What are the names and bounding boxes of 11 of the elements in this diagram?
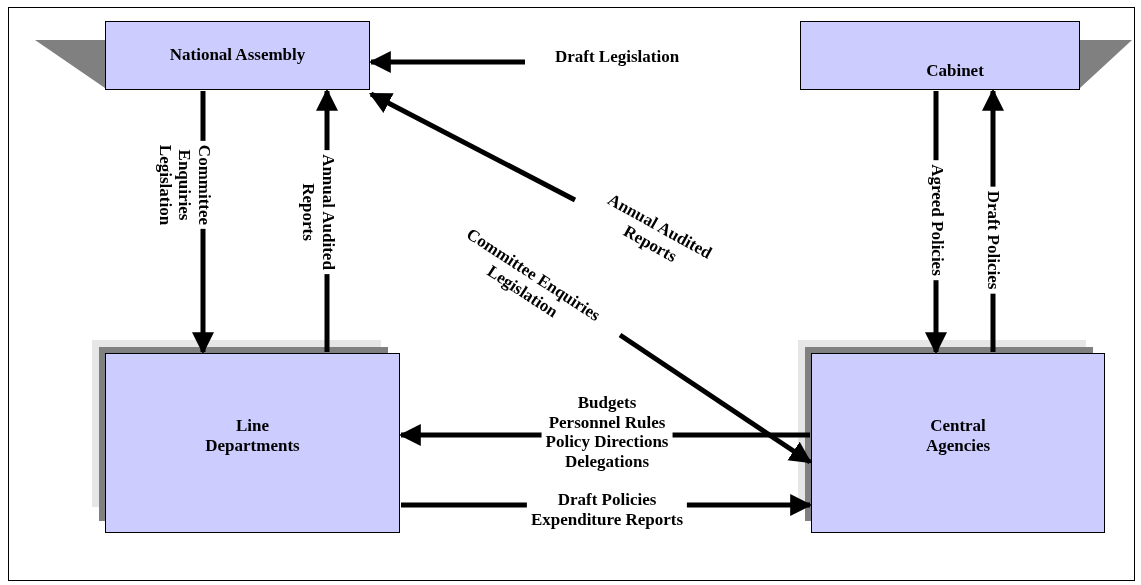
arrow: [618, 332, 812, 465]
box-label: Cabinet: [925, 60, 984, 81]
box-label: National Assembly: [169, 45, 306, 66]
process-box: [811, 353, 1105, 533]
process-box: [105, 353, 400, 533]
arrow: [368, 51, 525, 73]
box-label: Line Departments: [205, 416, 300, 457]
process-box: [105, 21, 370, 90]
box-label: Central Agencies: [925, 416, 991, 457]
process-box: [800, 21, 1080, 90]
arrow: [369, 91, 577, 203]
